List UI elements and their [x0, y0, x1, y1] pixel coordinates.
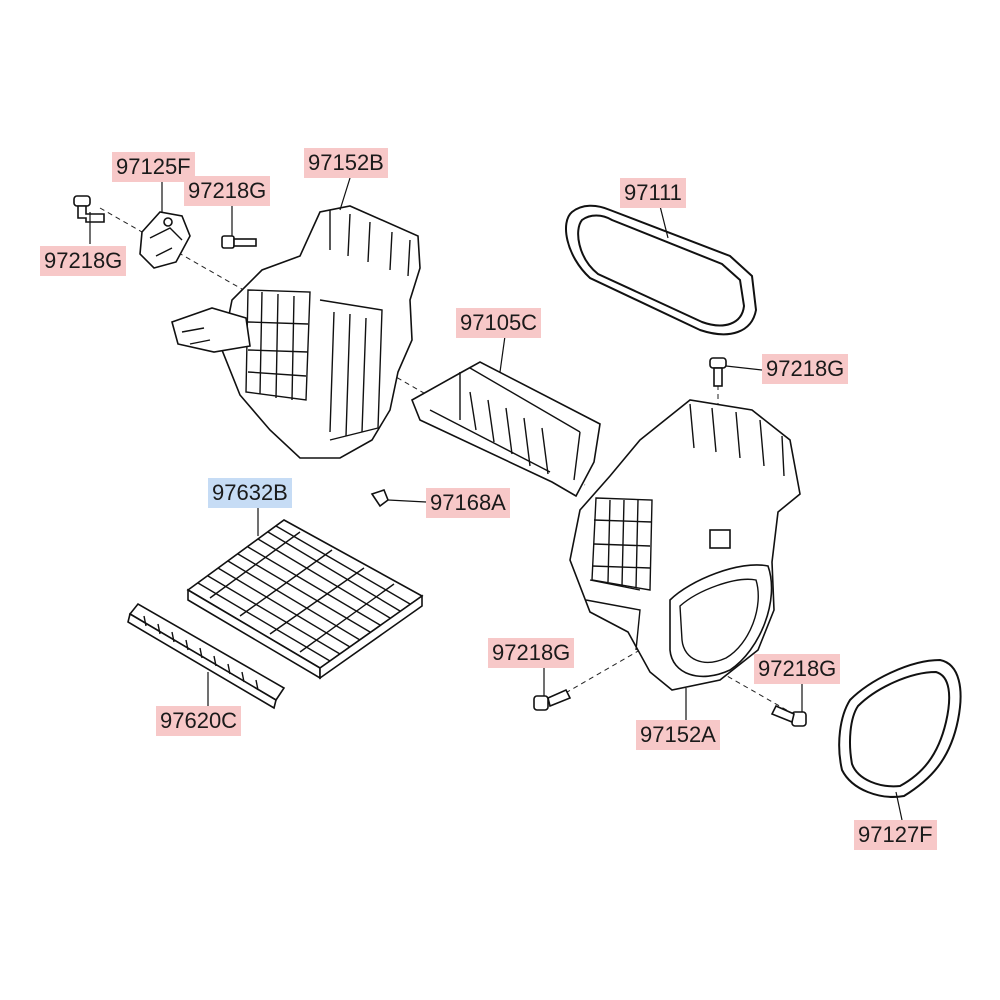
- callout-97620C[interactable]: 97620C: [156, 706, 242, 736]
- screw-lower-right: [770, 704, 807, 727]
- leader-lines: [89, 177, 903, 821]
- housing-seal: [565, 204, 758, 336]
- bolt-top-left: [73, 195, 105, 223]
- filter-cover: [127, 602, 286, 710]
- callout-97111[interactable]: 97111: [620, 178, 686, 208]
- callout-97152B[interactable]: 97152B: [304, 148, 388, 178]
- screw-lower-left: [533, 688, 572, 711]
- assembly-axis-lower-right: [719, 671, 791, 713]
- callout-97125F[interactable]: 97125F: [112, 152, 195, 182]
- cabin-air-filter: [186, 519, 424, 680]
- callout-97218G-top-left-bolt[interactable]: 97218G: [40, 246, 127, 276]
- callout-97218G-lower-left-screw[interactable]: 97218G: [488, 638, 575, 668]
- callout-97152A[interactable]: 97152A: [636, 720, 720, 750]
- screw-resistor: [221, 235, 257, 249]
- callout-97105C[interactable]: 97105C: [456, 308, 542, 338]
- callout-97632B[interactable]: 97632B: [208, 478, 292, 508]
- callout-97218G-lower-right-screw[interactable]: 97218G: [754, 654, 841, 684]
- blower-resistor: [139, 211, 191, 269]
- bolt-vertical: [709, 357, 727, 387]
- callout-97127F[interactable]: 97127F: [854, 820, 937, 850]
- callout-97218G-resistor-screw[interactable]: 97218G: [184, 176, 271, 206]
- clip: [370, 489, 389, 508]
- lower-blower-case: [569, 399, 801, 691]
- outlet-gasket: [838, 658, 962, 798]
- callout-97168A[interactable]: 97168A: [426, 488, 510, 518]
- upper-blower-case: [171, 205, 421, 459]
- intake-duct: [410, 361, 601, 498]
- callout-97218G-vertical-bolt[interactable]: 97218G: [762, 354, 849, 384]
